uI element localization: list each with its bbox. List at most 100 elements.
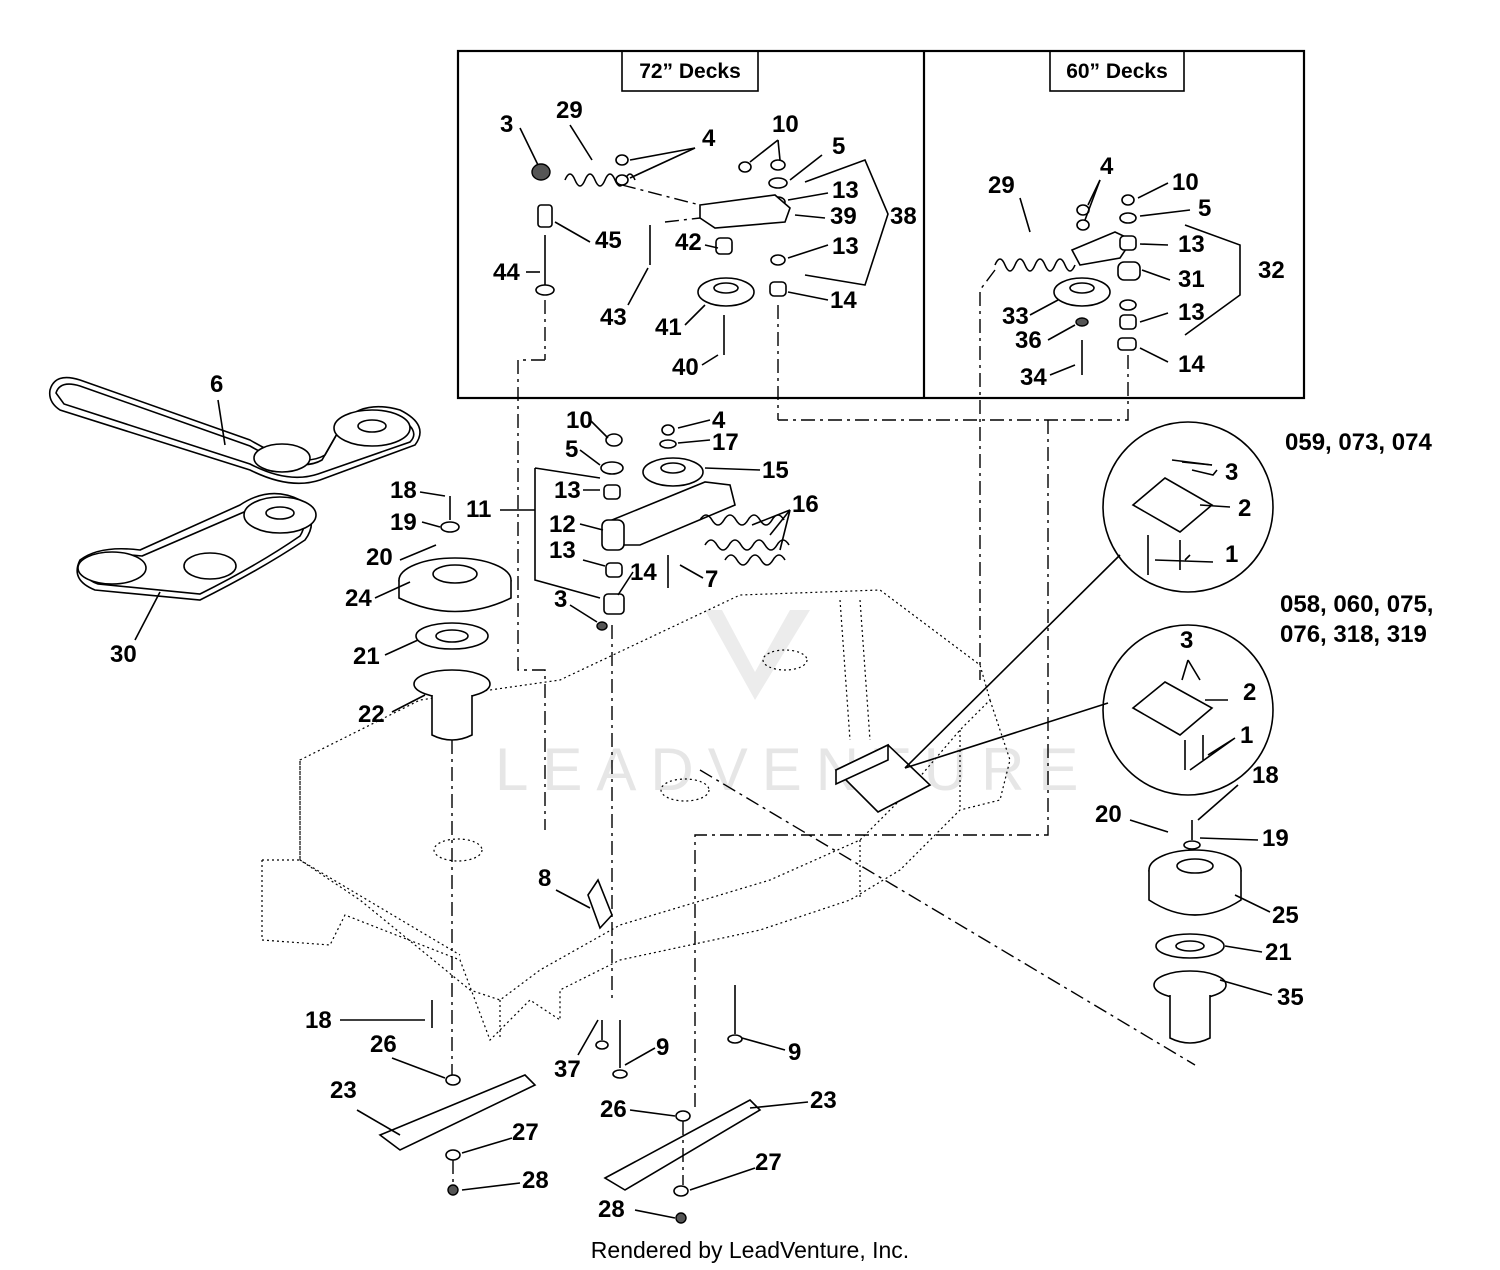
callout-32: 32	[1258, 257, 1285, 284]
callout-45: 45	[595, 227, 622, 254]
callout-3: 3	[500, 111, 513, 138]
callouts-bottom: 18 26 23 27 28 37 9 9 26 23 27 28	[305, 1007, 837, 1223]
callout-8: 8	[538, 865, 551, 892]
callout-19: 19	[390, 509, 417, 536]
deck72-title-box	[621, 50, 759, 92]
callout-28: 28	[598, 1196, 625, 1223]
callout-10: 10	[566, 407, 593, 434]
callout-13: 13	[554, 477, 581, 504]
callout-15: 15	[762, 457, 789, 484]
variant-group-b-line2: 076, 318, 319	[1280, 621, 1427, 648]
callout-3: 3	[1180, 627, 1193, 654]
callout-9: 9	[788, 1039, 801, 1066]
callout-9: 9	[656, 1034, 669, 1061]
callout-26: 26	[370, 1031, 397, 1058]
callout-2: 2	[1238, 495, 1251, 522]
deck-bracket	[834, 743, 932, 813]
belts	[48, 376, 421, 601]
callouts-deck60: 29 4 10 5 13 31 32 33 13 36 14 34	[988, 153, 1285, 391]
callout-42: 42	[675, 229, 702, 256]
callout-4: 4	[712, 407, 726, 434]
callout-7: 7	[705, 566, 718, 593]
callout-22: 22	[358, 701, 385, 728]
callout-40: 40	[672, 354, 699, 381]
callout-21: 21	[353, 643, 380, 670]
deck72-title: 72” Decks	[639, 60, 741, 83]
detail-circle-b	[1102, 624, 1274, 796]
callout-33: 33	[1002, 303, 1029, 330]
callout-29: 29	[988, 172, 1015, 199]
callout-18: 18	[305, 1007, 332, 1034]
callout-35: 35	[1277, 984, 1304, 1011]
callout-17: 17	[712, 429, 739, 456]
callout-38: 38	[890, 203, 917, 230]
variant-group-a: 059, 073, 074	[1285, 429, 1432, 456]
callout-13: 13	[1178, 299, 1205, 326]
callout-14: 14	[630, 559, 657, 586]
callout-28: 28	[522, 1167, 549, 1194]
detail-circle-a	[1102, 421, 1274, 593]
callout-34: 34	[1020, 364, 1047, 391]
callout-12: 12	[549, 511, 576, 538]
callout-23: 23	[330, 1077, 357, 1104]
left-spindle	[398, 496, 512, 1075]
callout-13: 13	[549, 537, 576, 564]
callout-21: 21	[1265, 939, 1292, 966]
callouts-main: 6 30 18 19 20 24 21 22 11 10 5 13 12 13 …	[110, 371, 819, 892]
callout-5: 5	[832, 133, 845, 160]
footer-credit: Rendered by LeadVenture, Inc.	[591, 1237, 909, 1263]
callout-5: 5	[1198, 195, 1211, 222]
callout-16: 16	[792, 491, 819, 518]
inset-border	[456, 49, 1306, 400]
deck60-title: 60” Decks	[1066, 60, 1168, 83]
callout-44: 44	[493, 259, 520, 286]
callout-39: 39	[830, 203, 857, 230]
variant-group-b-line1: 058, 060, 075,	[1280, 591, 1433, 618]
callout-13: 13	[832, 233, 859, 260]
callouts-deck72: 3 29 4 10 5 13 39 38 13 14 45 44 42 43 4…	[493, 97, 917, 381]
callout-23: 23	[810, 1087, 837, 1114]
callout-4: 4	[1100, 153, 1114, 180]
callout-19: 19	[1262, 825, 1289, 852]
deck60-components	[694, 194, 1141, 1110]
callout-20: 20	[1095, 801, 1122, 828]
deck60-title-box	[1049, 50, 1185, 92]
deck72-components	[517, 154, 791, 830]
callout-3: 3	[1225, 459, 1238, 486]
callout-10: 10	[1172, 169, 1199, 196]
callout-1: 1	[1225, 541, 1238, 568]
mower-deck	[261, 589, 1011, 1042]
right-spindle	[699, 769, 1242, 1066]
callout-4: 4	[702, 125, 716, 152]
callout-3: 3	[554, 586, 567, 613]
callout-31: 31	[1178, 266, 1205, 293]
callout-27: 27	[755, 1149, 782, 1176]
watermark: LEADVENTURE	[495, 610, 1092, 803]
callout-18: 18	[390, 477, 417, 504]
callout-11: 11	[466, 496, 491, 523]
part-8-bracket	[587, 878, 613, 930]
callout-13: 13	[832, 177, 859, 204]
blades-hardware	[378, 985, 762, 1224]
callout-2: 2	[1243, 679, 1256, 706]
callout-10: 10	[772, 111, 799, 138]
callout-18: 18	[1252, 762, 1279, 789]
callout-26: 26	[600, 1096, 627, 1123]
callout-20: 20	[366, 544, 393, 571]
callout-14: 14	[1178, 351, 1205, 378]
callouts-details: 3 2 1 3 2 1	[1180, 459, 1256, 749]
callout-29: 29	[556, 97, 583, 124]
callout-14: 14	[830, 287, 857, 314]
callout-13: 13	[1178, 231, 1205, 258]
watermark-text: LEADVENTURE	[495, 736, 1092, 803]
leader-lines	[134, 124, 1273, 1219]
callout-43: 43	[600, 304, 627, 331]
callout-6: 6	[210, 371, 223, 398]
callout-37: 37	[554, 1056, 581, 1083]
callouts-right-spindle: 18 20 19 25 21 35	[1095, 762, 1304, 1011]
callout-25: 25	[1272, 902, 1299, 929]
idler-assembly	[596, 424, 790, 1000]
callout-36: 36	[1015, 327, 1042, 354]
callout-1: 1	[1240, 722, 1253, 749]
